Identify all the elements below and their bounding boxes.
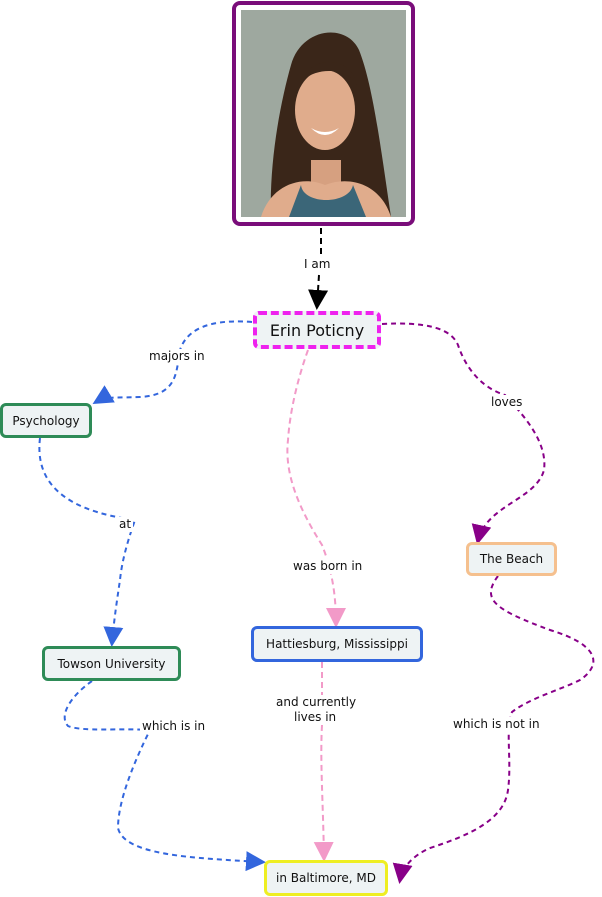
label-majors-in: majors in bbox=[147, 349, 207, 364]
node-in-baltimore-md[interactable]: in Baltimore, MD bbox=[264, 860, 388, 896]
label-i-am: I am bbox=[302, 257, 333, 272]
label-which-is-in: which is in bbox=[140, 719, 208, 734]
link-currently-lives-in bbox=[321, 662, 324, 858]
label-at: at bbox=[117, 517, 134, 532]
profile-photo bbox=[241, 10, 406, 217]
profile-photo-frame[interactable] bbox=[232, 1, 415, 226]
link-at bbox=[38, 437, 137, 647]
link-i-am bbox=[317, 228, 321, 306]
label-currently-line1: and currently bbox=[274, 695, 359, 710]
link-loves bbox=[381, 322, 546, 545]
label-was-born-in: was born in bbox=[291, 559, 365, 574]
label-which-is-not-in: which is not in bbox=[451, 717, 542, 732]
label-currently-line2: lives in bbox=[292, 710, 339, 725]
node-erin-poticny[interactable]: Erin Poticny bbox=[253, 311, 381, 349]
link-which-is-not-in bbox=[392, 575, 595, 884]
node-towson-university[interactable]: Towson University bbox=[42, 646, 181, 681]
node-psychology[interactable]: Psychology bbox=[0, 403, 92, 438]
node-hattiesburg-mississippi[interactable]: Hattiesburg, Mississippi bbox=[251, 626, 423, 662]
link-which-is-in bbox=[63, 680, 266, 872]
link-was-born-in bbox=[286, 349, 346, 628]
node-the-beach[interactable]: The Beach bbox=[466, 542, 557, 576]
link-majors-in bbox=[92, 320, 253, 405]
label-loves: loves bbox=[489, 395, 525, 410]
